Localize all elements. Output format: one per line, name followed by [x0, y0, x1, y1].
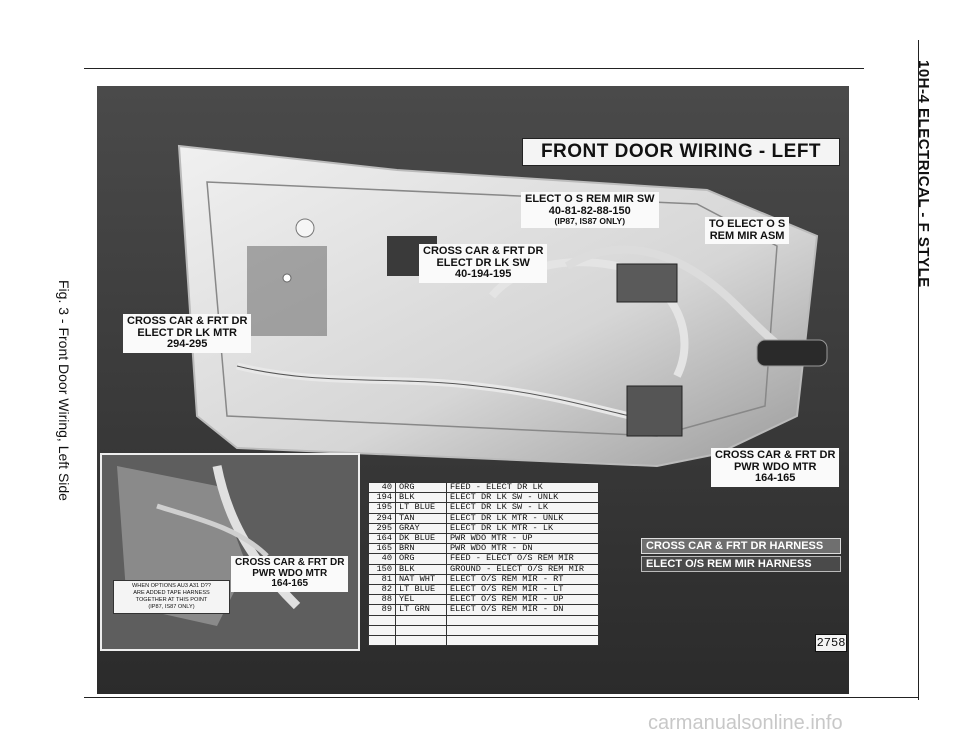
circuit-description — [446, 614, 599, 626]
circuit-number: 88 — [368, 594, 396, 606]
wire-color: BRN — [395, 543, 447, 555]
circuit-number: 294 — [368, 512, 396, 524]
door-wiring-photo: FRONT DOOR WIRING - LEFT ELECT O S REM M… — [97, 86, 849, 694]
circuit-number — [368, 624, 396, 637]
wire-color — [395, 624, 447, 637]
legend-cross-car-harness: CROSS CAR & FRT DR HARNESS — [641, 538, 841, 554]
circuit-number — [368, 614, 396, 626]
circuit-description: PWR WDO MTR - UP — [446, 533, 599, 545]
watermark: carmanualsonline.info — [648, 712, 843, 734]
wire-table-row — [368, 624, 599, 637]
circuit-description: ELECT DR LK SW - UNLK — [446, 492, 599, 504]
circuit-number: 195 — [368, 502, 396, 514]
circuit-number: 40 — [368, 481, 396, 494]
callout-to-mirror: TO ELECT O S REM MIR ASM — [705, 217, 790, 245]
circuit-description: PWR WDO MTR - DN — [446, 543, 599, 555]
section-title: 10H-4 ELECTRICAL - F STYLE — [915, 60, 932, 288]
grommet-connector — [756, 339, 828, 367]
figure-caption: Fig. 3 - Front Door Wiring, Left Side — [52, 280, 82, 580]
circuit-description: ELECT O/S REM MIR - UP — [446, 594, 599, 606]
lock-motor-cutout — [247, 246, 327, 336]
callout-mirror-switch: ELECT O S REM MIR SW 40-81-82-88-150 (IP… — [521, 192, 659, 229]
circuit-number: 150 — [368, 563, 396, 575]
wire-color: NAT WHT — [395, 573, 447, 586]
circuit-number: 40 — [368, 553, 396, 565]
wire-table-row — [368, 635, 599, 647]
wire-table-row — [368, 614, 599, 626]
wire-color — [395, 635, 447, 647]
circuit-description — [446, 635, 599, 647]
circuit-description — [446, 624, 599, 637]
circuit-description: GROUND - ELECT O/S REM MIR — [446, 563, 599, 575]
circuit-number: 194 — [368, 492, 396, 504]
door-panel-inner-edge — [206, 181, 778, 437]
window-motor-connector — [626, 385, 683, 437]
harness-legend: CROSS CAR & FRT DR HARNESS ELECT O/S REM… — [641, 538, 841, 574]
callout-window-motor: CROSS CAR & FRT DR PWR WDO MTR 164-165 — [711, 448, 840, 487]
figure-caption-text: Fig. 3 - Front Door Wiring, Left Side — [56, 280, 72, 501]
wire-color: LT GRN — [395, 604, 447, 616]
wire-color: ORG — [395, 481, 447, 494]
access-hole-small — [282, 273, 292, 283]
legend-mirror-harness: ELECT O/S REM MIR HARNESS — [641, 556, 841, 572]
access-hole — [295, 218, 315, 238]
wire-color: TAN — [395, 512, 447, 524]
page-header: 10H-4 ELECTRICAL - F STYLE — [884, 60, 960, 680]
circuit-description: ELECT O/S REM MIR - LT — [446, 584, 599, 596]
mirror-switch-connector — [616, 263, 678, 303]
circuit-number: 82 — [368, 584, 396, 596]
right-rule — [918, 40, 919, 700]
top-rule — [84, 68, 864, 69]
harness-note: WHEN OPTIONS AU3 A31 D?? ARE ADDED TAPE … — [113, 580, 230, 614]
bottom-rule — [84, 697, 918, 698]
callout-lock-switch: CROSS CAR & FRT DR ELECT DR LK SW 40-194… — [419, 244, 548, 283]
circuit-description: FEED - ELECT O/S REM MIR — [446, 553, 599, 565]
figure-number: 2758 — [815, 634, 847, 652]
wire-color: BLK — [395, 492, 447, 504]
circuit-number: 295 — [368, 522, 396, 535]
wire-color: ORG — [395, 553, 447, 565]
circuit-number: 81 — [368, 573, 396, 586]
circuit-number: 89 — [368, 604, 396, 616]
callout-lock-motor: CROSS CAR & FRT DR ELECT DR LK MTR 294-2… — [123, 314, 252, 353]
wire-color — [395, 614, 447, 626]
callout-inset-window-motor: CROSS CAR & FRT DR PWR WDO MTR 164-165 — [231, 556, 349, 592]
wire-color: DK BLUE — [395, 533, 447, 545]
circuit-description: ELECT DR LK SW - LK — [446, 502, 599, 514]
wire-color: YEL — [395, 594, 447, 606]
circuit-description: ELECT O/S REM MIR - RT — [446, 573, 599, 586]
wire-color: LT BLUE — [395, 584, 447, 596]
diagram-title: FRONT DOOR WIRING - LEFT — [522, 138, 840, 166]
circuit-description: FEED - ELECT DR LK — [446, 481, 599, 494]
circuit-number: 165 — [368, 543, 396, 555]
circuit-description: ELECT DR LK MTR - LK — [446, 522, 599, 535]
circuit-number: 164 — [368, 533, 396, 545]
circuit-description: ELECT DR LK MTR - UNLK — [446, 512, 599, 524]
wire-color: LT BLUE — [395, 502, 447, 514]
wire-color: BLK — [395, 563, 447, 575]
circuit-description: ELECT O/S REM MIR - DN — [446, 604, 599, 616]
wire-color: GRAY — [395, 522, 447, 535]
circuit-number — [368, 635, 396, 647]
